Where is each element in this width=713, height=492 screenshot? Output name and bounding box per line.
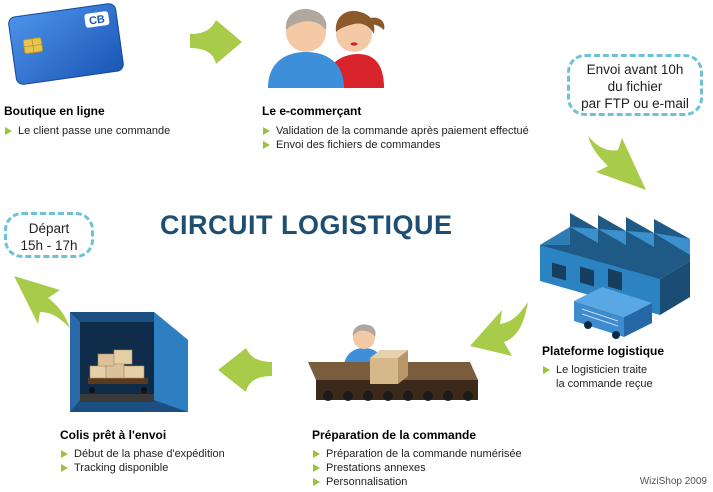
arrow-icon xyxy=(218,348,272,392)
credit-card-icon: CB xyxy=(8,3,124,85)
step-title: Préparation de la commande xyxy=(312,428,477,442)
arrow-icon xyxy=(14,276,70,328)
step-colis: Colis prêt à l'envoi Début de la phase d… xyxy=(60,428,280,475)
step-boutique: Boutique en ligne Le client passe une co… xyxy=(4,104,234,138)
warehouse-icon xyxy=(540,213,690,339)
step-preparation: Préparation de la commande Préparation d… xyxy=(312,428,572,489)
credit-text: WiziShop 2009 xyxy=(639,476,707,487)
ftp-bubble: Envoi avant 10h du fichier par FTP ou e-… xyxy=(567,54,703,116)
truck-box-icon xyxy=(70,312,188,412)
step-title: Le e-commerçant xyxy=(262,104,362,118)
arrow-icon xyxy=(190,20,242,64)
step-bullet: Validation de la commande après paiement… xyxy=(262,124,562,138)
arrow-icon xyxy=(470,302,528,356)
step-bullet: Le logisticien traite la commande reçue xyxy=(542,363,710,391)
step-plateforme: Plateforme logistique Le logisticien tra… xyxy=(542,344,710,391)
ftp-bubble-line: du fichier xyxy=(607,79,663,94)
page-title: CIRCUIT LOGISTIQUE xyxy=(160,210,453,240)
step-bullet: Début de la phase d'expédition xyxy=(60,447,280,461)
step-title: Plateforme logistique xyxy=(542,344,665,358)
people-icon xyxy=(268,8,385,88)
conveyor-icon xyxy=(308,324,478,401)
depart-bubble: Départ 15h - 17h xyxy=(4,212,94,258)
step-bullet: Préparation de la commande numérisée xyxy=(312,447,572,461)
step-bullet: Prestations annexes xyxy=(312,461,572,475)
step-bullet: Personnalisation xyxy=(312,475,572,489)
depart-bubble-line: Départ xyxy=(28,221,70,236)
step-title: Boutique en ligne xyxy=(4,104,105,118)
step-ecommercant: Le e-commerçant Validation de la command… xyxy=(262,104,562,152)
ftp-bubble-line: par FTP ou e-mail xyxy=(581,96,689,111)
step-bullet: Envoi des fichiers de commandes xyxy=(262,138,562,152)
step-bullet: Le client passe une commande xyxy=(4,124,234,138)
card-logo: CB xyxy=(88,13,105,27)
ftp-bubble-line: Envoi avant 10h xyxy=(586,62,684,77)
step-title: Colis prêt à l'envoi xyxy=(60,428,167,442)
step-bullet: Tracking disponible xyxy=(60,461,280,475)
depart-bubble-line: 15h - 17h xyxy=(20,238,78,253)
arrow-icon xyxy=(588,136,646,190)
